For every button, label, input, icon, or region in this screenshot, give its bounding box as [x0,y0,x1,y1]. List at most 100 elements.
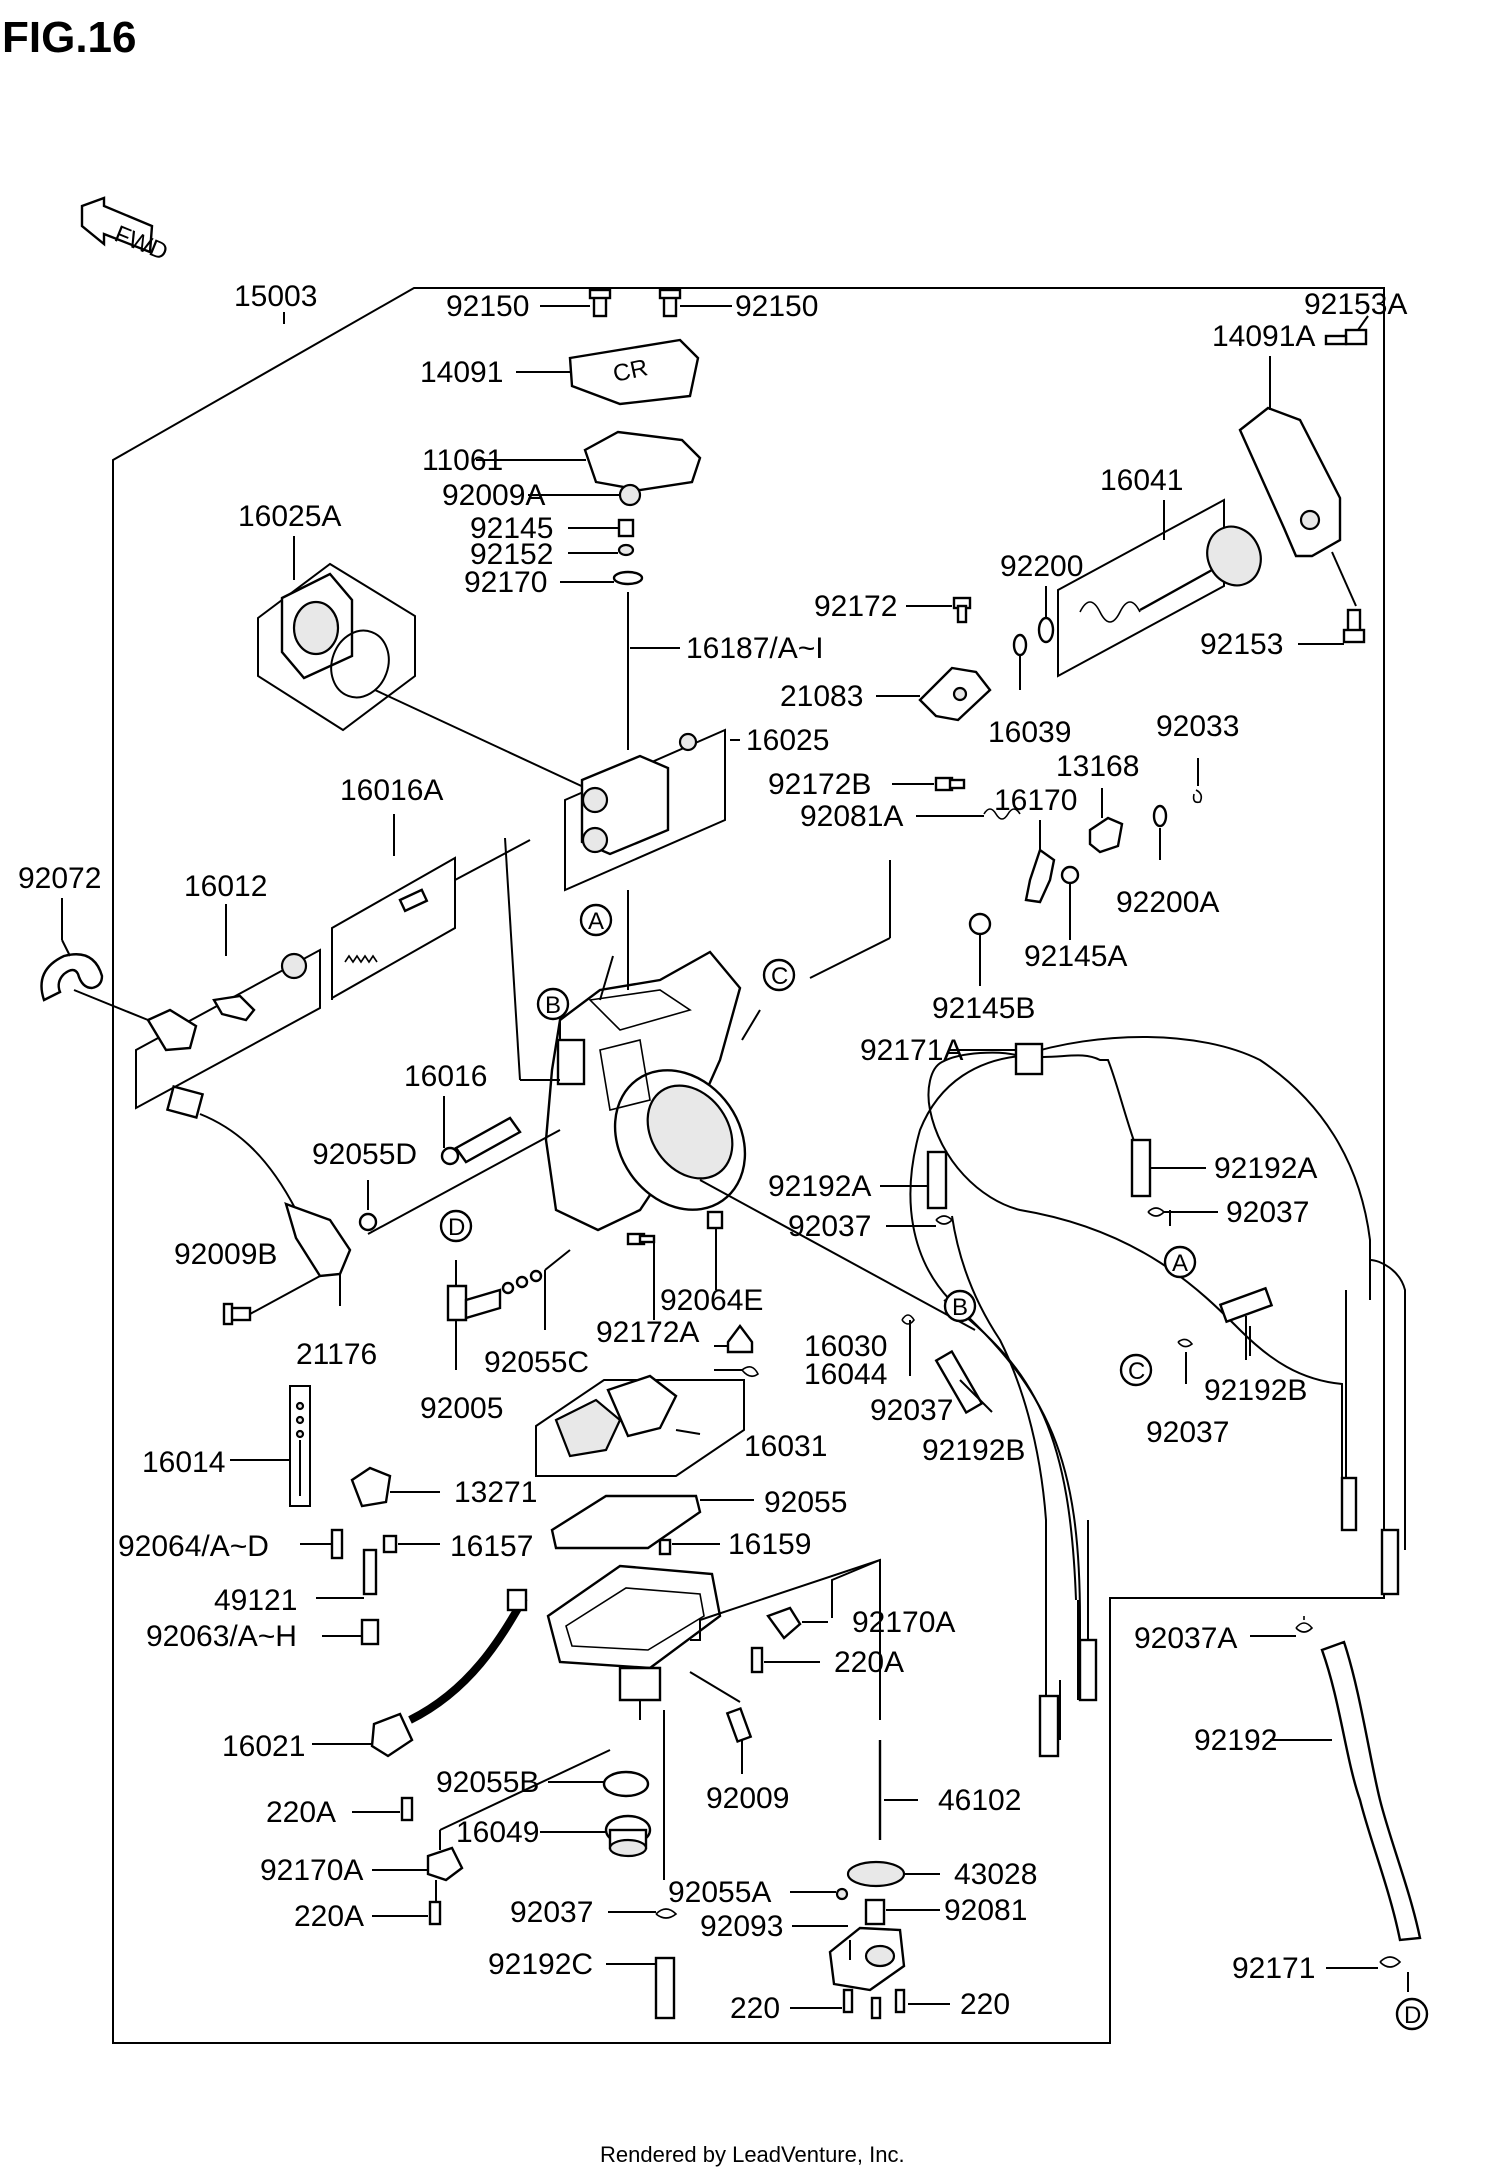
label-92055D: 92055D [312,1138,417,1171]
svg-text:A: A [1172,1250,1188,1277]
jet-49121 [362,1548,378,1596]
screw-92153 [1342,608,1366,644]
screw-92009B [222,1302,252,1326]
plug-16049 [604,1814,652,1858]
label-92170: 92170 [464,566,547,599]
svg-text:B: B [545,992,561,1019]
label-43028: 43028 [954,1858,1037,1891]
label-92150-left: 92150 [446,290,529,323]
gasket-11061 [583,430,702,492]
label-220A-left2: 220A [294,1900,364,1933]
screw-220-a [842,1988,854,2014]
label-92009: 92009 [706,1782,789,1815]
label-92172: 92172 [814,590,897,623]
label-15003: 15003 [234,280,317,313]
clamp-92171A [1014,1042,1044,1076]
washer-16039 [1012,633,1028,657]
label-92037-c: 92037 [1146,1416,1229,1449]
spring-92145B [968,912,992,936]
screw-92009 [725,1706,753,1744]
label-92192: 92192 [1194,1724,1277,1757]
label-21176: 21176 [296,1338,377,1371]
label-16016A: 16016A [340,774,443,807]
label-92172B: 92172B [768,768,871,801]
label-92072: 92072 [18,862,101,895]
top-cover-14091: CR [568,338,700,406]
screw-92153A [1324,328,1368,346]
svg-text:C: C [771,963,788,990]
svg-text:C: C [1128,1358,1145,1385]
nut-92009A [618,483,642,507]
label-92145A: 92145A [1024,940,1127,973]
cover-92093 [828,1926,906,1992]
label-16012: 16012 [184,870,267,903]
label-13271: 13271 [454,1476,537,1509]
jet-16030 [726,1324,754,1354]
tube-92192B-right [1218,1286,1274,1324]
label-16049: 16049 [456,1816,539,1849]
label-16170: 16170 [994,784,1077,817]
clip-92037-a [1147,1207,1166,1217]
part-13168 [1088,816,1124,854]
clamp-92170A-left [426,1846,464,1882]
clip-92037-b [935,1215,954,1225]
label-92200: 92200 [1000,550,1083,583]
label-220A-left: 220A [266,1796,336,1829]
label-16021: 16021 [222,1730,305,1763]
sensor-16016 [440,1116,522,1166]
label-92055: 92055 [764,1486,847,1519]
label-46102: 46102 [938,1784,1021,1817]
svg-text:B: B [952,1294,968,1321]
label-92081: 92081 [944,1894,1027,1927]
plug-16159 [658,1538,672,1556]
clip-92037A [1295,1616,1314,1633]
label-92009B: 92009B [174,1238,277,1271]
box-16012 [135,948,321,1110]
diaphragm-43028 [846,1860,906,1888]
label-16030: 16030 [804,1330,887,1363]
label-92037-right: 92037 [1226,1196,1309,1229]
float-bowl [546,1564,722,1702]
label-92037A: 92037A [1134,1622,1237,1655]
box-16041 [1057,498,1262,678]
label-92153A: 92153A [1304,288,1407,321]
label-16025: 16025 [746,724,829,757]
label-16016: 16016 [404,1060,487,1093]
clip-92037-bottom [655,1908,678,1919]
assembly-outline [112,287,1385,2044]
tube-mid-b [1038,1694,1060,1758]
spring-92145A [1060,865,1080,885]
label-92064E: 92064E [660,1284,763,1317]
label-16187: 16187/A~I [686,632,824,665]
box-16025 [564,728,726,892]
spring-92081 [864,1898,886,1926]
label-220-right: 220 [960,1988,1010,2021]
screw-92172B [934,776,966,792]
tube-92192C [654,1956,676,2020]
screw-92172A [626,1232,656,1246]
label-92037-mid: 92037 [870,1394,953,1427]
fitting-92005 [446,1284,502,1322]
label-92192A-left: 92192A [768,1170,871,1203]
tube-92192A-left [926,1150,948,1210]
label-92009A: 92009A [442,479,545,512]
marker-c-top: C [762,958,796,992]
jet-16157 [382,1534,398,1554]
label-92192A-right: 92192A [1214,1152,1317,1185]
spring-92145 [617,518,635,538]
label-92037-bottom: 92037 [510,1896,593,1929]
screw-220A-left2 [428,1900,442,1926]
carburetor-body [544,950,747,1232]
label-92170A-left: 92170A [260,1854,363,1887]
marker-b-top: B [536,987,570,1021]
orings-92055C [501,1269,543,1295]
clip-16044 [741,1366,760,1378]
label-92152: 92152 [470,538,553,571]
oring-92055B [602,1770,650,1798]
label-92171A: 92171A [860,1034,963,1067]
screw-220-b [870,1996,882,2020]
label-220-left: 220 [730,1992,780,2025]
footer-credit: Rendered by LeadVenture, Inc. [600,2142,905,2167]
label-92192C: 92192C [488,1948,593,1981]
label-92033: 92033 [1156,710,1239,743]
